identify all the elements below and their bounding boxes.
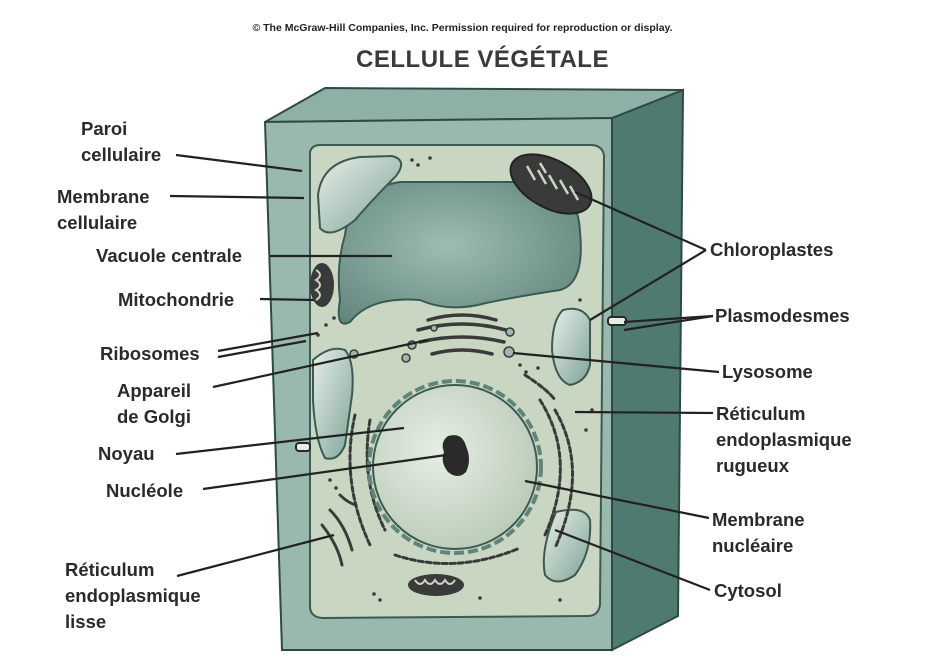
label-chloroplastes: Chloroplastes <box>710 239 834 260</box>
golgi-apparatus <box>416 313 508 356</box>
mitochondrion <box>310 263 464 596</box>
ribosomes <box>316 156 594 602</box>
label-vacuole-centrale: Vacuole centrale <box>96 245 243 266</box>
copyright-notice: © The McGraw-Hill Companies, Inc. Permis… <box>252 22 673 34</box>
label-mitochondrie: Mitochondrie <box>118 289 235 310</box>
diagram-title: CELLULE VÉGÉTALE <box>356 46 609 73</box>
label-lysosome: Lysosome <box>722 361 813 382</box>
label-paroi-cellulaire: Paroi cellulaire <box>81 118 162 165</box>
label-cytosol: Cytosol <box>714 580 782 601</box>
plastids <box>312 154 592 583</box>
label-nucleole: Nucléole <box>106 480 184 501</box>
label-reticulum-lisse: Réticulum endoplasmique lisse <box>65 559 201 632</box>
smooth-er <box>320 493 358 567</box>
label-membrane-cellulaire: Membrane cellulaire <box>57 186 150 233</box>
nuclear-envelope <box>367 379 543 555</box>
label-reticulum-rugueux: Réticulum endoplasmique rugueux <box>716 403 852 476</box>
plasmodesmata <box>295 316 627 452</box>
label-noyau: Noyau <box>98 443 155 464</box>
label-membrane-nucleaire: Membrane nucléaire <box>712 509 805 556</box>
leader-lines <box>169 153 720 592</box>
chloroplast <box>509 153 593 215</box>
nucleolus <box>442 435 469 476</box>
label-ribosomes: Ribosomes <box>100 343 200 364</box>
label-appareil-de-golgi: Appareil de Golgi <box>117 380 192 427</box>
label-plasmodesmes: Plasmodesmes <box>715 305 850 326</box>
